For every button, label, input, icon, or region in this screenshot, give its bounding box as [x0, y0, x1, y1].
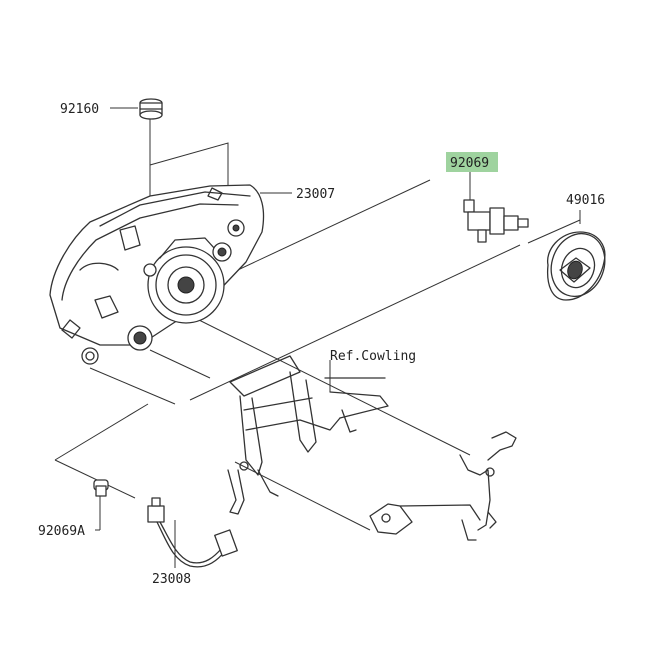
leader-lines	[54, 107, 581, 568]
highlight-box	[446, 152, 498, 172]
label-ref-cowling: Ref.Cowling	[330, 349, 416, 364]
label-23008: 23008	[152, 572, 191, 587]
headlight-assembly-icon	[49, 184, 265, 365]
dust-cap-icon	[546, 231, 606, 301]
label-23007: 23007	[296, 187, 335, 202]
rubber-grommet-icon	[139, 98, 163, 120]
socket-wire-icon	[147, 497, 238, 568]
position-bulb-icon	[93, 479, 109, 497]
label-49016: 49016	[566, 193, 605, 208]
cowling-stay-bracket-icon	[227, 355, 517, 541]
headlight-bulb-icon	[463, 199, 529, 243]
label-92069A: 92069A	[38, 524, 85, 539]
label-92160: 92160	[60, 102, 99, 117]
label-92069[interactable]: 92069	[450, 156, 489, 171]
